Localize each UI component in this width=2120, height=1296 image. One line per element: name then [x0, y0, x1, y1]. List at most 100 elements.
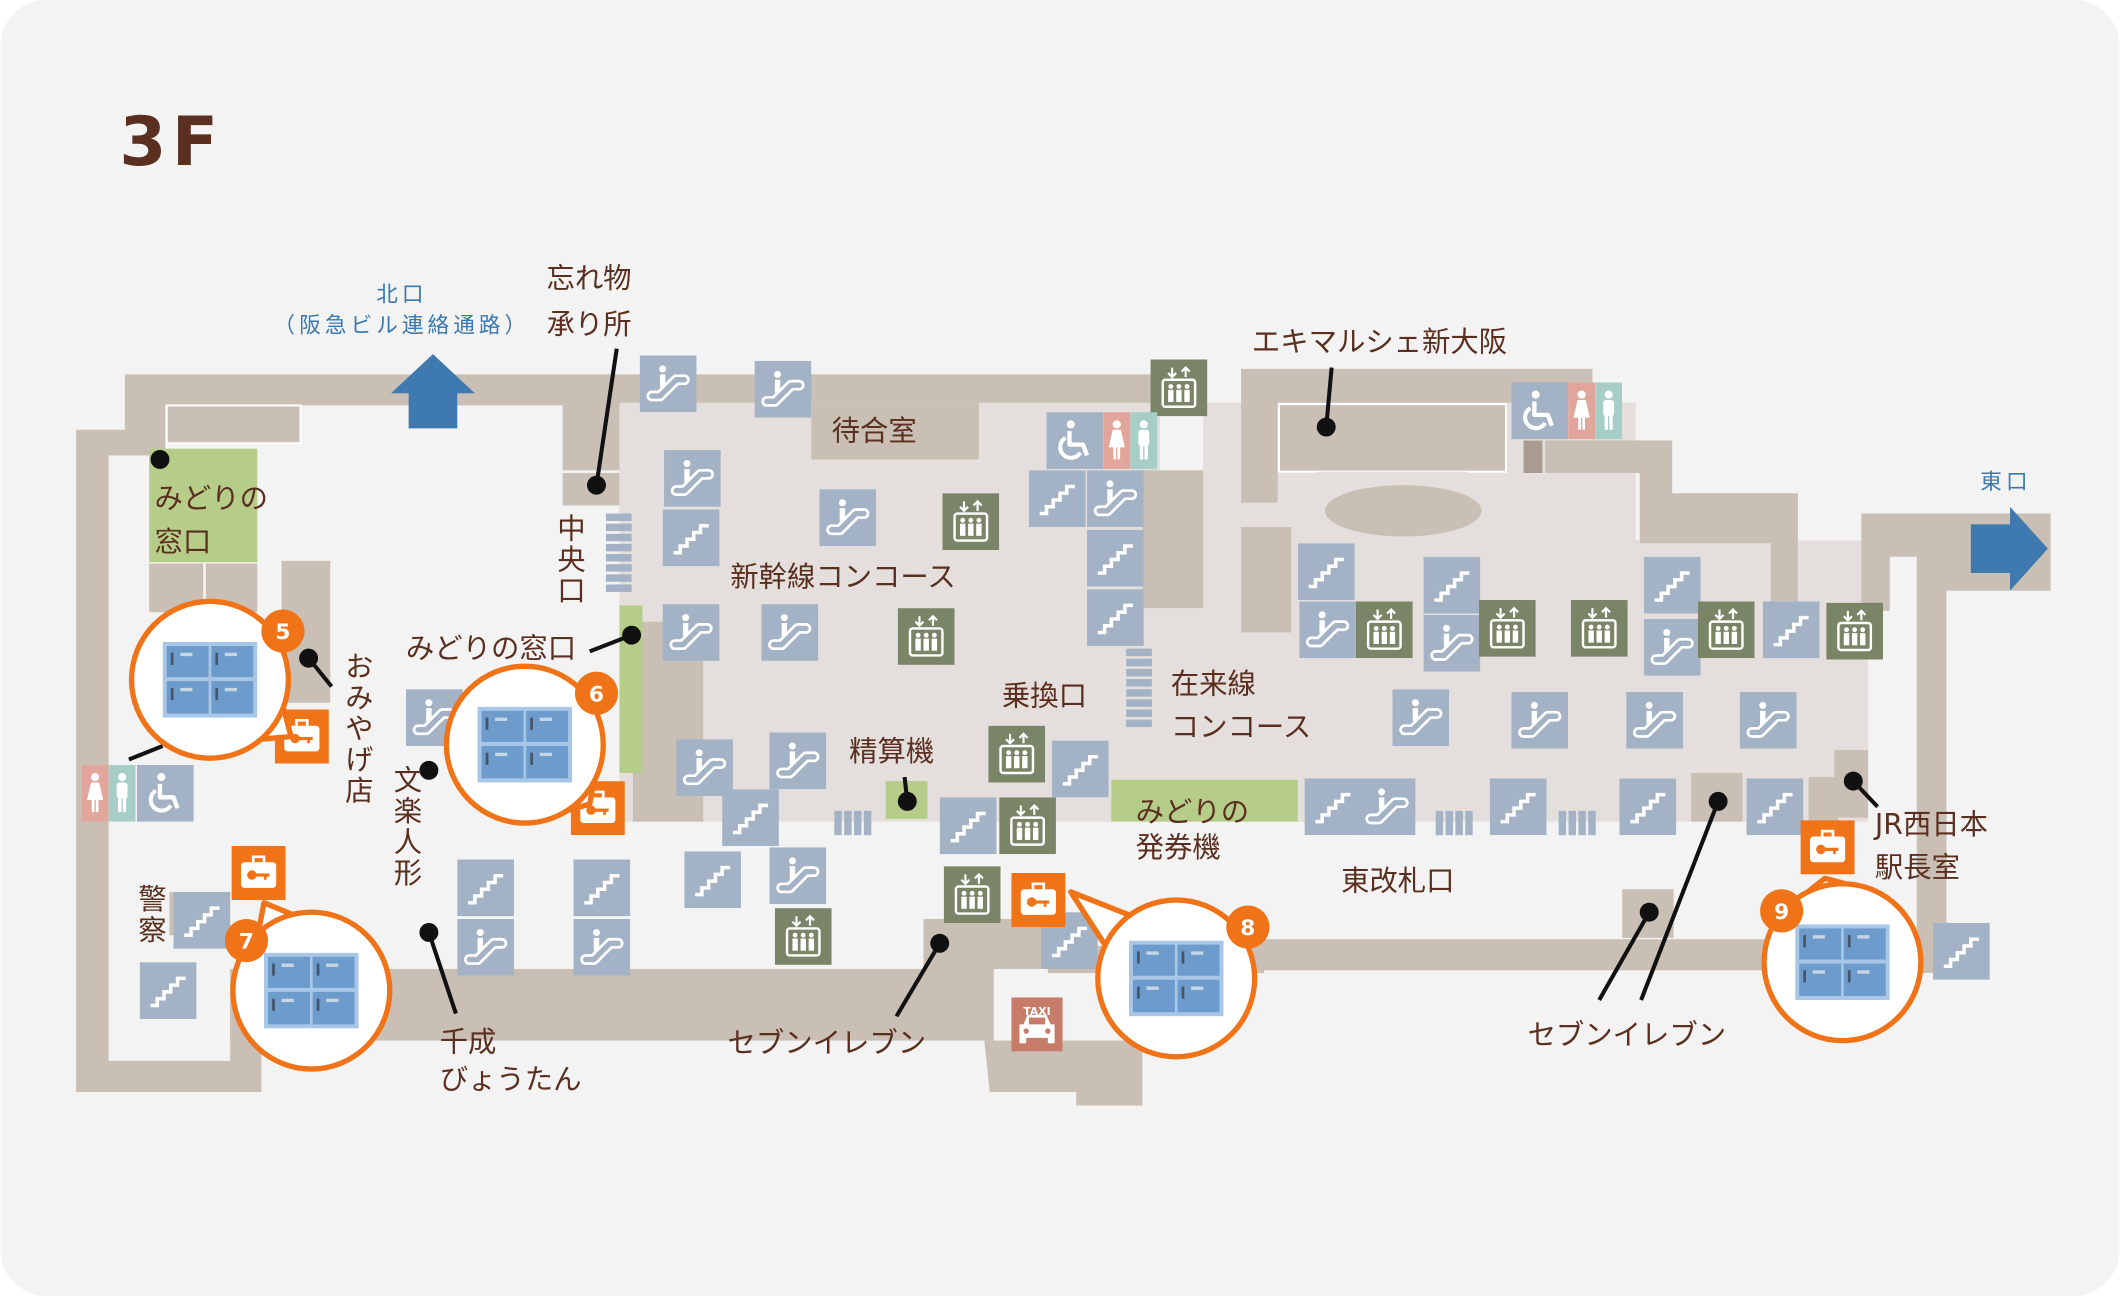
male-restroom-icon[interactable] — [1595, 382, 1623, 440]
stairs-icon[interactable] — [1304, 778, 1362, 836]
north-exit-arrow-icon[interactable] — [391, 354, 475, 429]
wall-block — [1808, 777, 1839, 822]
female-restroom-icon[interactable] — [81, 764, 109, 822]
elevator-icon[interactable] — [942, 493, 1000, 551]
escalator-icon[interactable] — [819, 489, 876, 546]
locker-bubble-7[interactable]: 7 — [224, 845, 393, 1072]
male-restroom-icon[interactable] — [108, 764, 136, 822]
escalator-icon[interactable] — [1087, 470, 1144, 527]
leader-line — [894, 942, 942, 1018]
seven-eleven-east-label: セブンイレブン — [1528, 1019, 1727, 1052]
elevator-icon[interactable] — [1826, 602, 1884, 660]
female-restroom-icon[interactable] — [1568, 382, 1596, 440]
stairs-icon[interactable] — [939, 797, 997, 855]
escalator-icon[interactable] — [640, 355, 697, 412]
locker-key-icon[interactable] — [231, 845, 286, 901]
stairs-icon[interactable] — [684, 851, 742, 909]
stairs-icon[interactable] — [173, 891, 231, 949]
escalator-icon[interactable] — [664, 450, 721, 507]
floor-title: 3F — [119, 102, 223, 181]
leader-line — [426, 931, 458, 1015]
stairs-icon[interactable] — [1051, 740, 1109, 798]
wheelchair-icon[interactable] — [1511, 382, 1568, 439]
midori-west-label: みどりの — [155, 482, 268, 515]
elevator-icon[interactable] — [1478, 600, 1536, 657]
east-exit-arrow-icon[interactable] — [1970, 506, 2048, 591]
escalator-icon[interactable] — [769, 732, 826, 789]
escalator-icon[interactable] — [769, 847, 826, 904]
elevator-icon[interactable] — [1570, 600, 1628, 657]
location-dot — [299, 648, 319, 668]
location-dot — [897, 791, 917, 811]
stairs-icon[interactable] — [457, 859, 515, 917]
stairs-icon[interactable] — [1423, 556, 1481, 614]
locker-number-badge — [224, 918, 269, 963]
stairs-icon[interactable] — [139, 962, 197, 1019]
locker-bubble-8[interactable]: 8 — [1011, 873, 1270, 1060]
seven-eleven-center-label: セブンイレブン — [728, 1027, 927, 1060]
stairs-icon[interactable] — [1087, 529, 1144, 587]
escalator-icon[interactable] — [1511, 692, 1568, 749]
escalator-icon[interactable] — [1740, 692, 1797, 749]
floor-strip — [1635, 540, 1771, 555]
east-upper-wall — [1545, 440, 1798, 602]
shinkansen-concourse-label: 新幹線コンコース — [730, 561, 955, 594]
escalator-icon[interactable] — [1392, 689, 1449, 746]
elevator-icon[interactable] — [1355, 601, 1413, 659]
taxi-area-wall — [984, 1040, 1143, 1106]
stairs-icon[interactable] — [1762, 601, 1820, 659]
ticket-machine-area — [1111, 779, 1298, 822]
elevator-icon[interactable] — [999, 797, 1056, 855]
east-exit-label[interactable]: 東口 — [1980, 470, 2031, 495]
elevator-icon[interactable] — [897, 608, 955, 665]
location-dot — [1843, 771, 1863, 791]
elevator-icon[interactable] — [943, 866, 1001, 924]
souvenir-shop-label: おみやげ店 — [341, 651, 374, 806]
locker-bubble-9[interactable]: 9 — [1760, 820, 1924, 1044]
stairs-icon[interactable] — [1746, 778, 1804, 836]
elevator-icon[interactable] — [774, 908, 832, 965]
stairs-icon[interactable] — [1087, 589, 1144, 646]
stairs-icon[interactable] — [1619, 778, 1677, 836]
sennari-label-2: びょうたん — [440, 1063, 582, 1096]
locker-bubble-6[interactable]: 6 — [443, 663, 625, 836]
escalator-icon[interactable] — [1424, 615, 1481, 672]
escalator-icon[interactable] — [676, 739, 733, 796]
female-restroom-icon[interactable] — [1103, 412, 1131, 469]
escalator-icon[interactable] — [663, 604, 720, 661]
elevator-icon[interactable] — [1150, 359, 1208, 417]
escalator-icon[interactable] — [761, 604, 818, 661]
escalator-icon[interactable] — [457, 919, 514, 976]
location-dot — [622, 625, 642, 645]
elevator-icon[interactable] — [1697, 601, 1755, 659]
elevator-icon[interactable] — [988, 725, 1046, 783]
locker-number: 5 — [275, 620, 290, 645]
stairs-icon[interactable] — [1933, 923, 1990, 980]
leader-lines — [128, 348, 1880, 1018]
stairs-icon[interactable] — [573, 859, 631, 917]
locker-number-badge — [261, 609, 305, 653]
locker-key-icon[interactable] — [1011, 873, 1066, 928]
escalator-icon[interactable] — [1359, 778, 1416, 835]
stairs-icon[interactable] — [1028, 470, 1086, 528]
escalator-icon[interactable] — [1299, 601, 1356, 658]
wheelchair-icon[interactable] — [1046, 412, 1103, 469]
stairs-icon[interactable] — [722, 789, 779, 846]
escalator-icon[interactable] — [573, 919, 630, 976]
taxi-stand[interactable]: TAXI — [1011, 997, 1063, 1052]
location-dot — [150, 450, 170, 469]
locker-bubble-5[interactable]: 5 — [128, 598, 329, 764]
stairs-icon[interactable] — [662, 509, 720, 567]
stairs-icon[interactable] — [1643, 556, 1701, 614]
escalator-icon[interactable] — [1644, 619, 1701, 676]
small-block — [1523, 440, 1543, 473]
wheelchair-icon[interactable] — [137, 765, 194, 822]
locker-key-icon[interactable] — [1800, 820, 1855, 875]
escalator-icon[interactable] — [755, 361, 812, 418]
stairs-icon[interactable] — [1489, 778, 1547, 836]
locker-number: 7 — [239, 930, 254, 955]
north-exit-label[interactable]: 北口 — [376, 282, 427, 307]
stairs-icon[interactable] — [1297, 543, 1355, 601]
escalator-icon[interactable] — [1626, 692, 1683, 749]
male-restroom-icon[interactable] — [1130, 412, 1158, 469]
